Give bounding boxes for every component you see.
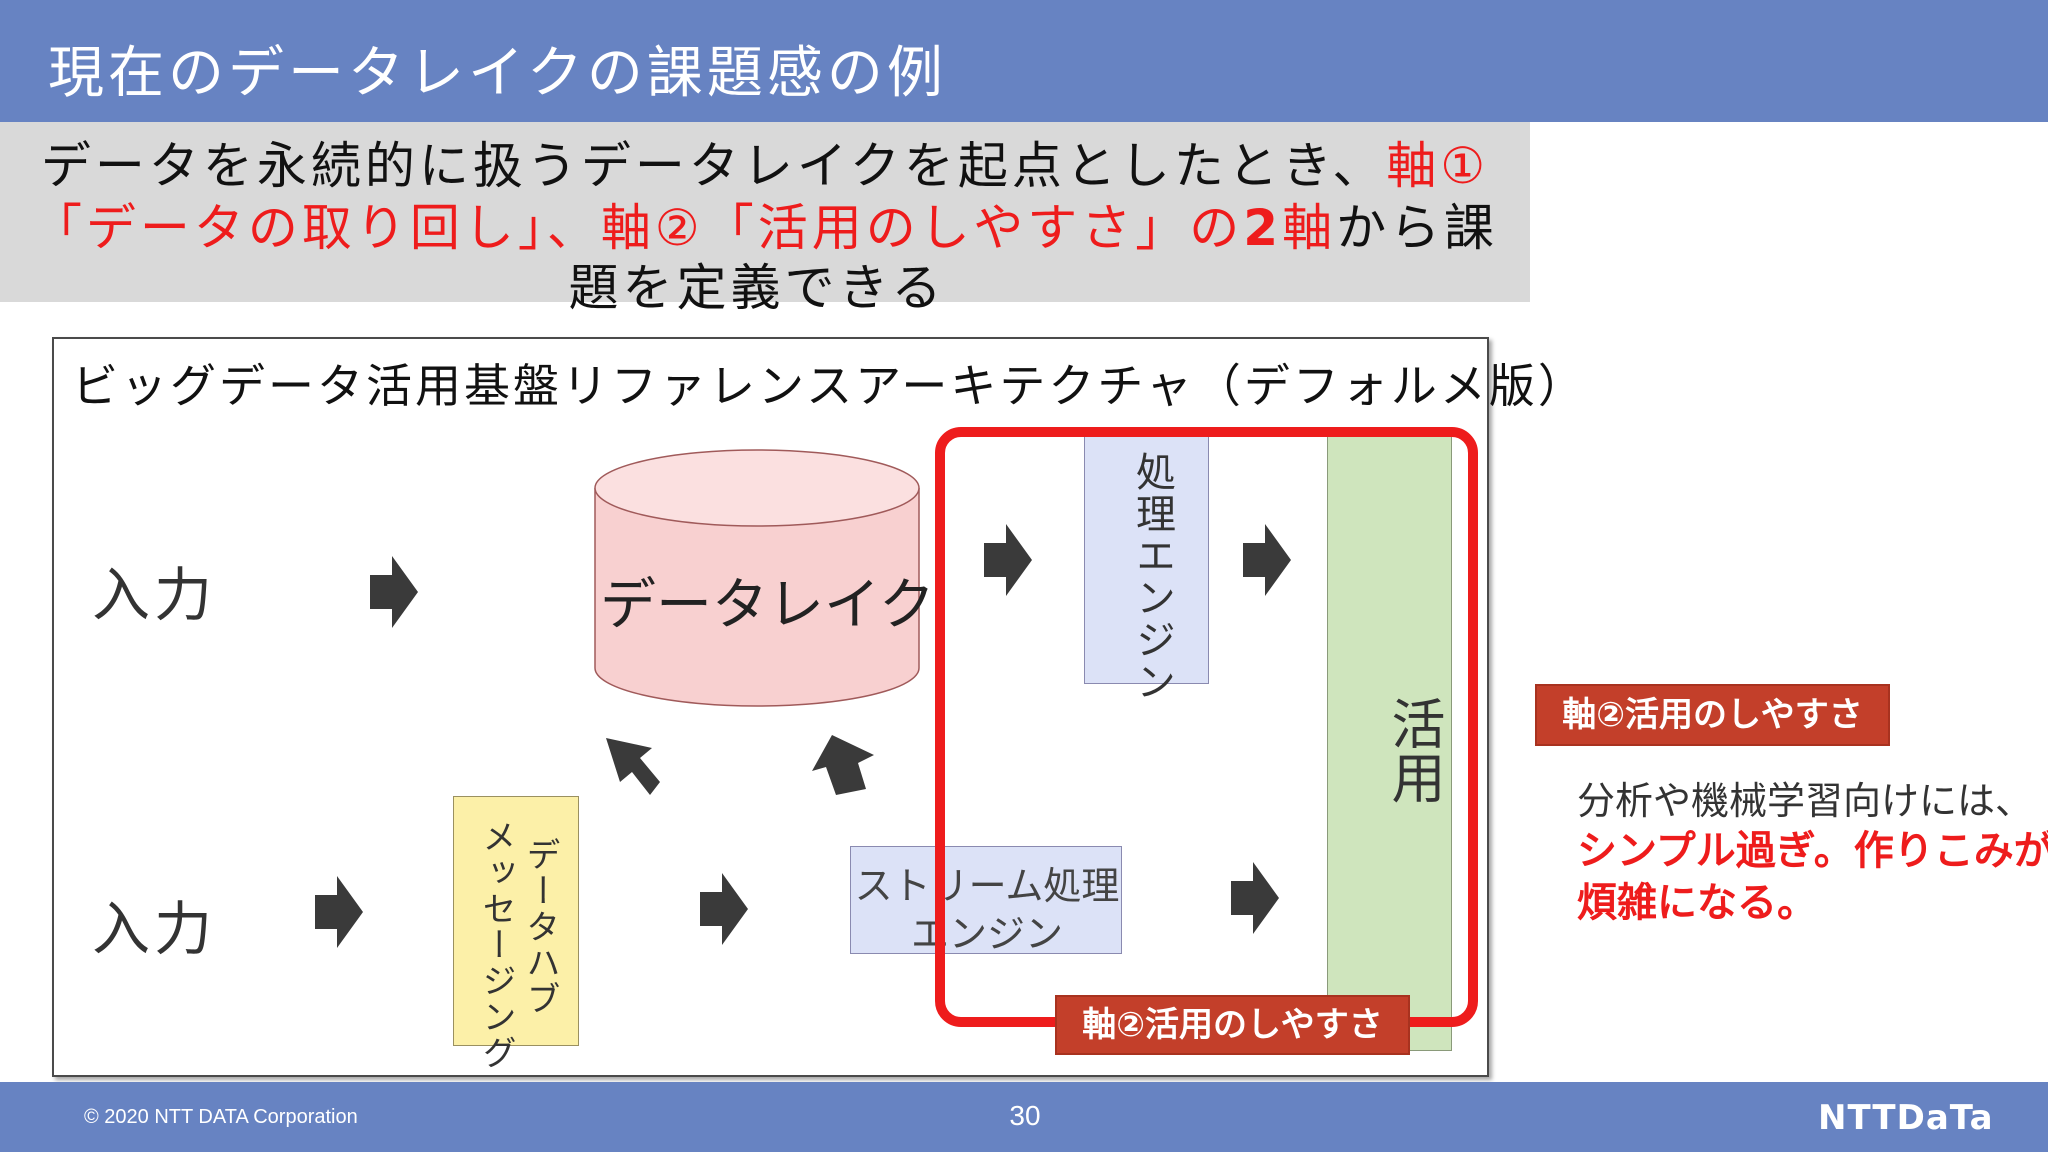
lead-axes-text: 「データの取り回し」、軸②「活用のしやすさ」の <box>31 199 1244 257</box>
ntt-data-logo: NTTDaTa <box>1818 1098 1994 1138</box>
slide-title: 現在のデータレイクの課題感の例 <box>48 41 947 106</box>
datalake-cylinder <box>594 449 920 707</box>
lead-axis1: 軸① <box>1386 137 1490 195</box>
title-bar <box>0 0 2048 122</box>
stream-engine-label-1: ストリーム処理 <box>854 864 1120 908</box>
arrow-stream-to-use <box>1231 862 1279 934</box>
data-hub-label-2: メッセージング <box>476 819 516 1071</box>
lead-line-3: 題を定義できる <box>568 259 946 317</box>
arrow-stream-up-left <box>812 735 874 795</box>
lead-axis-word: 軸 <box>1282 199 1337 257</box>
stream-engine-box: ストリーム処理 エンジン <box>850 846 1122 956</box>
lead-line-1: データを永続的に扱うデータレイクを起点としたとき、軸① <box>0 126 1530 198</box>
axis2-badge-side: 軸②活用のしやすさ <box>1535 684 1890 746</box>
lead-box: データを永続的に扱うデータレイクを起点としたとき、軸① 「データの取り回し」、軸… <box>0 122 1530 317</box>
arrow-input1-to-lake <box>370 556 418 628</box>
lead-line-1-text: データを永続的に扱うデータレイクを起点としたとき、 <box>40 137 1387 195</box>
side-note-line-1: 分析や機械学習向けには、 <box>1577 779 2034 823</box>
arrow-input2-to-hub <box>315 876 363 948</box>
side-note-line-3: 煩雑になる。 <box>1577 880 1817 926</box>
arrow-hub-to-stream <box>700 873 748 945</box>
data-hub-label-1: データハブ <box>520 837 560 1017</box>
flow-arrows <box>315 524 1291 948</box>
use-box: 活用 <box>1327 435 1452 1051</box>
footer-bar <box>0 1082 2048 1152</box>
copyright: © 2020 NTT DATA Corporation <box>84 1106 358 1128</box>
processing-engine-label: 処理エンジン <box>1129 451 1175 703</box>
arrow-hub-up-left <box>606 738 660 795</box>
lead-line-2-tail: から課 <box>1336 199 1499 257</box>
datalake-label: データレイク <box>600 573 935 638</box>
input-label-top: 入力 <box>92 561 217 629</box>
data-hub-box: データハブ メッセージング <box>453 796 579 1071</box>
arrow-engine-to-use <box>1243 524 1291 596</box>
lead-two-number: 2 <box>1243 199 1283 257</box>
page-number: 30 <box>1009 1100 1041 1131</box>
side-note-line-2: シンプル過ぎ。作りこみが <box>1577 828 2048 874</box>
processing-engine-box: 処理エンジン <box>1084 432 1209 703</box>
lead-line-2: 「データの取り回し」、軸②「活用のしやすさ」の2軸から課 <box>0 188 1530 260</box>
axis2-highlight-frame <box>935 427 1478 1027</box>
diagram-title: ビッグデータ活用基盤リファレンスアーキテクチャ（デフォルメ版） <box>72 359 1587 413</box>
arrow-lake-to-engine <box>984 524 1032 596</box>
input-label-bottom: 入力 <box>92 895 217 963</box>
axis2-badge-diagram: 軸②活用のしやすさ <box>1055 995 1410 1055</box>
use-label: 活用 <box>1382 696 1445 804</box>
